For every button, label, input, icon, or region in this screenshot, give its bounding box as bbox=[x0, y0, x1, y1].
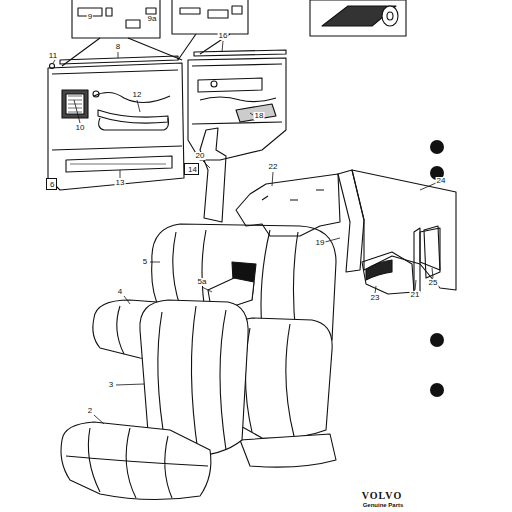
front-seat-cushion bbox=[61, 422, 211, 500]
callout-number: 3 bbox=[108, 381, 114, 389]
leader-lines bbox=[53, 41, 436, 424]
callout-number: 20 bbox=[195, 152, 206, 160]
side-strip bbox=[414, 228, 420, 292]
callout-number: 5 bbox=[142, 258, 148, 266]
callout-number: 22 bbox=[268, 163, 279, 171]
callout-number: 25 bbox=[428, 279, 439, 287]
quarter-panel bbox=[352, 170, 456, 290]
callout-number: 10 bbox=[75, 124, 86, 132]
boxed-callout: 14 bbox=[184, 163, 199, 175]
trim-details bbox=[262, 190, 324, 200]
front-door-panel bbox=[48, 63, 184, 190]
callout-number: 5a bbox=[197, 278, 208, 286]
wheel-arch-trim bbox=[362, 252, 414, 294]
side-trim-panel bbox=[236, 174, 340, 236]
callout-number: 6 bbox=[50, 181, 53, 189]
rear-trim-piece bbox=[424, 226, 440, 278]
c-pillar-trim bbox=[338, 170, 364, 272]
callout-number: 24 bbox=[436, 177, 447, 185]
wheel-arch-insulation bbox=[366, 260, 392, 280]
callout-number: 11 bbox=[48, 52, 58, 60]
callout-number: 8 bbox=[115, 43, 121, 51]
callout-number: 23 bbox=[370, 294, 381, 302]
detail-boxes bbox=[62, 0, 406, 66]
callout-number: 21 bbox=[410, 291, 421, 299]
callout-number: 18 bbox=[254, 112, 265, 120]
callout-number: 9 bbox=[87, 13, 93, 21]
brand-mark: Genuine Parts bbox=[362, 502, 405, 508]
boxed-callout: 6 bbox=[46, 178, 57, 190]
callout-number: 4 bbox=[117, 288, 123, 296]
callout-number: 12 bbox=[132, 91, 143, 99]
rear-door-panel bbox=[188, 58, 286, 160]
callout-number: 9a bbox=[147, 15, 158, 23]
callout-number: 19 bbox=[315, 239, 326, 247]
pillar-trim bbox=[200, 128, 226, 222]
callout-number: 14 bbox=[188, 166, 195, 174]
brand-mark: VOLVO bbox=[361, 491, 403, 501]
panel-section bbox=[420, 228, 440, 270]
callout-number: 13 bbox=[115, 179, 126, 187]
callout-number: 16 bbox=[218, 32, 229, 40]
callout-number: 2 bbox=[87, 407, 93, 415]
